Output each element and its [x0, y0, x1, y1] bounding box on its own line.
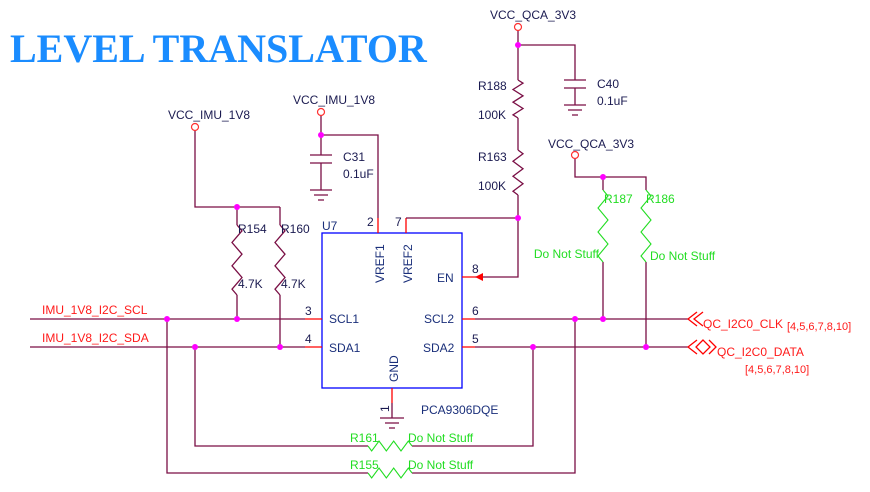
r186-value: Do Not Stuff: [650, 249, 716, 263]
ground-icon: [310, 188, 332, 201]
r161-value: Do Not Stuff: [408, 431, 474, 445]
r188-ref: R188: [478, 79, 507, 93]
resistor-r155: [367, 467, 413, 479]
pin-num-1: 1: [378, 405, 392, 412]
wire-qca-pullups: [574, 159, 647, 347]
junction-dot: [643, 344, 649, 350]
offpage-bidirectional-icon: [686, 339, 717, 355]
r188-value: 100K: [478, 108, 506, 122]
junction-dot: [515, 42, 521, 48]
power-label-qca-right: VCC_QCA_3V3: [548, 137, 634, 151]
junction-dot: [600, 174, 606, 180]
junction-dot: [318, 132, 324, 138]
resistor-zigzag: [367, 467, 413, 479]
power-label-qca-top: VCC_QCA_3V3: [490, 8, 576, 22]
resistor-zigzag: [511, 79, 525, 119]
resistor-zigzag: [511, 149, 525, 196]
r163-value: 100K: [478, 179, 506, 193]
pin-num-2: 2: [367, 215, 374, 229]
junction-dot: [530, 344, 536, 350]
r160-value: 4.7K: [281, 277, 306, 291]
power-port-imu-left: [190, 122, 200, 132]
schematic-title: LEVEL TRANSLATOR: [10, 26, 428, 71]
pin-scl2: SCL2: [424, 312, 454, 326]
capacitor-c31: [310, 154, 332, 164]
junctions: [164, 42, 649, 350]
chip-part: PCA9306DQE: [421, 403, 498, 417]
junction-dot: [572, 316, 578, 322]
pin-num-8: 8: [472, 262, 479, 276]
pin-sda1: SDA1: [329, 341, 361, 355]
r187-value: Do Not Stuff: [534, 247, 600, 261]
pin-vref2: VREF2: [401, 244, 415, 283]
power-label-imu-left: VCC_IMU_1V8: [168, 108, 250, 122]
resistor-zigzag: [640, 189, 652, 263]
chip-pins: [305, 218, 475, 403]
r186-ref: R186: [646, 192, 675, 206]
c40-ref: C40: [597, 77, 619, 91]
wire-vref2-en: [406, 31, 576, 278]
pin-num-6: 6: [472, 304, 479, 318]
wire-sda-bypass: [194, 347, 534, 447]
net-qc-data-pages: [4,5,6,7,8,10]: [745, 364, 809, 376]
junction-dot: [600, 316, 606, 322]
ground-icon: [380, 417, 404, 429]
junction-dot: [234, 204, 240, 210]
en-arrow-icon: [475, 273, 483, 281]
chip-ref: U7: [322, 219, 338, 233]
resistor-r186: [640, 189, 652, 263]
junction-dot: [164, 316, 170, 322]
power-port-imu-mid: [316, 107, 326, 117]
r154-value: 4.7K: [238, 277, 263, 291]
r160-ref: R160: [281, 222, 310, 236]
c31-ref: C31: [343, 150, 365, 164]
r161-ref: R161: [350, 431, 379, 445]
pin-scl1: SCL1: [329, 312, 359, 326]
net-qc-data: QC_I2C0_DATA: [717, 345, 804, 359]
pin-num-7: 7: [395, 215, 402, 229]
pin-num-3: 3: [305, 304, 312, 318]
resistor-r160: [274, 224, 286, 296]
r155-ref: R155: [350, 458, 379, 472]
pin-en: EN: [437, 271, 454, 285]
resistor-r154: [231, 224, 243, 296]
offpage-input-icon: [686, 311, 704, 327]
net-qc-clk: QC_I2C0_CLK: [703, 317, 783, 331]
net-imu-scl: IMU_1V8_I2C_SCL: [42, 303, 148, 317]
resistor-zigzag: [367, 440, 413, 452]
r154-ref: R154: [238, 222, 267, 236]
c40-value: 0.1uF: [597, 94, 628, 108]
wire-imu-pullups: [194, 131, 281, 347]
power-port-qca-right: [570, 150, 580, 160]
pin-sda2: SDA2: [423, 341, 455, 355]
resistor-r163: [511, 149, 525, 196]
pin-num-5: 5: [472, 332, 479, 346]
ground-icon: [564, 104, 586, 116]
r187-ref: R187: [604, 192, 633, 206]
c31-value: 0.1uF: [343, 167, 374, 181]
resistor-zigzag: [597, 189, 609, 263]
junction-dot: [515, 215, 521, 221]
wire-scl-bypass: [166, 319, 576, 474]
net-imu-sda: IMU_1V8_I2C_SDA: [42, 331, 149, 345]
power-port-qca-top: [513, 22, 523, 32]
pin-num-4: 4: [305, 332, 312, 346]
pin-gnd: GND: [387, 355, 401, 382]
r155-value: Do Not Stuff: [408, 458, 474, 472]
pin-vref1: VREF1: [373, 244, 387, 283]
junction-dot: [277, 344, 283, 350]
capacitor-c40: [564, 79, 586, 89]
resistor-zigzag: [231, 224, 243, 296]
junction-dot: [192, 344, 198, 350]
resistor-r187: [597, 189, 609, 263]
resistor-r188: [511, 79, 525, 119]
junction-dot: [234, 316, 240, 322]
net-qc-clk-pages: [4,5,6,7,8,10]: [787, 321, 851, 333]
resistor-zigzag: [274, 224, 286, 296]
r163-ref: R163: [478, 150, 507, 164]
power-label-imu-mid: VCC_IMU_1V8: [293, 93, 375, 107]
resistor-r161: [367, 440, 413, 452]
